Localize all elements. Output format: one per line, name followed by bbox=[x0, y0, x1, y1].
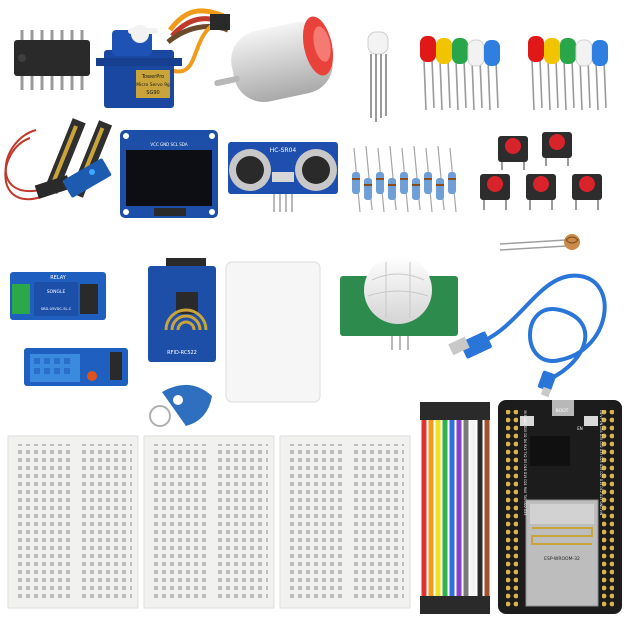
sonar-model-label: HC-SR04 bbox=[270, 147, 297, 154]
breadboard bbox=[7, 435, 139, 609]
relay-module: RELAY SONGLE SRD-05VDC-SL-C bbox=[10, 272, 106, 320]
dc-motor bbox=[214, 16, 334, 103]
esp-bottom-pins-label: EN VP VN D34 D35 D32 D33 D25 D26 D27 D14… bbox=[599, 410, 603, 516]
rfid-keyfob bbox=[149, 384, 212, 427]
photoresistor bbox=[499, 234, 580, 251]
esp-top-pins-label: 3V3 GND D15 D2 D4 RX2 TX2 D5 D18 D19 D21… bbox=[523, 410, 527, 515]
oled-display: VCC GND SCL SDA bbox=[120, 130, 218, 218]
resistor bbox=[352, 145, 457, 213]
rfid-model-label: RFID-RC522 bbox=[167, 350, 197, 356]
breadboard bbox=[279, 435, 411, 609]
rfid-card bbox=[225, 261, 321, 403]
esp32-board: BOOT EN ESP-WROOM-32 3V3 GND D15 D2 D4 R… bbox=[498, 400, 622, 614]
rfid-reader: RFID-RC522 bbox=[148, 258, 216, 362]
relay-part-label: SRD-05VDC-SL-C bbox=[41, 307, 72, 311]
led-set bbox=[528, 36, 608, 111]
servo-motor: TowerPro Micro Servo 9g SG90 bbox=[96, 8, 230, 108]
usb-cable bbox=[448, 273, 607, 398]
led-set bbox=[420, 36, 500, 111]
rgb-led bbox=[367, 31, 389, 122]
dht11-sensor bbox=[24, 348, 128, 386]
esp-en-label: EN bbox=[577, 426, 583, 431]
ic-chip bbox=[14, 30, 90, 90]
jumper-wires bbox=[420, 402, 490, 614]
relay-brand-label: SONGLE bbox=[47, 289, 66, 295]
esp-boot-label: BOOT bbox=[556, 408, 569, 414]
relay-title-label: RELAY bbox=[50, 275, 67, 281]
esp-module-label: ESP-WROOM-32 bbox=[544, 556, 580, 562]
servo-model-label: Micro Servo 9g bbox=[136, 82, 170, 88]
soil-moisture-sensor bbox=[4, 118, 113, 200]
pir-sensor bbox=[340, 256, 458, 350]
servo-brand-label: TowerPro bbox=[141, 74, 164, 80]
servo-code-label: SG90 bbox=[146, 90, 159, 96]
push-button bbox=[480, 132, 602, 210]
oled-header-label: VCC GND SCL SDA bbox=[150, 142, 187, 147]
breadboard bbox=[143, 435, 275, 609]
ultrasonic-sensor: HC-SR04 bbox=[228, 142, 338, 212]
